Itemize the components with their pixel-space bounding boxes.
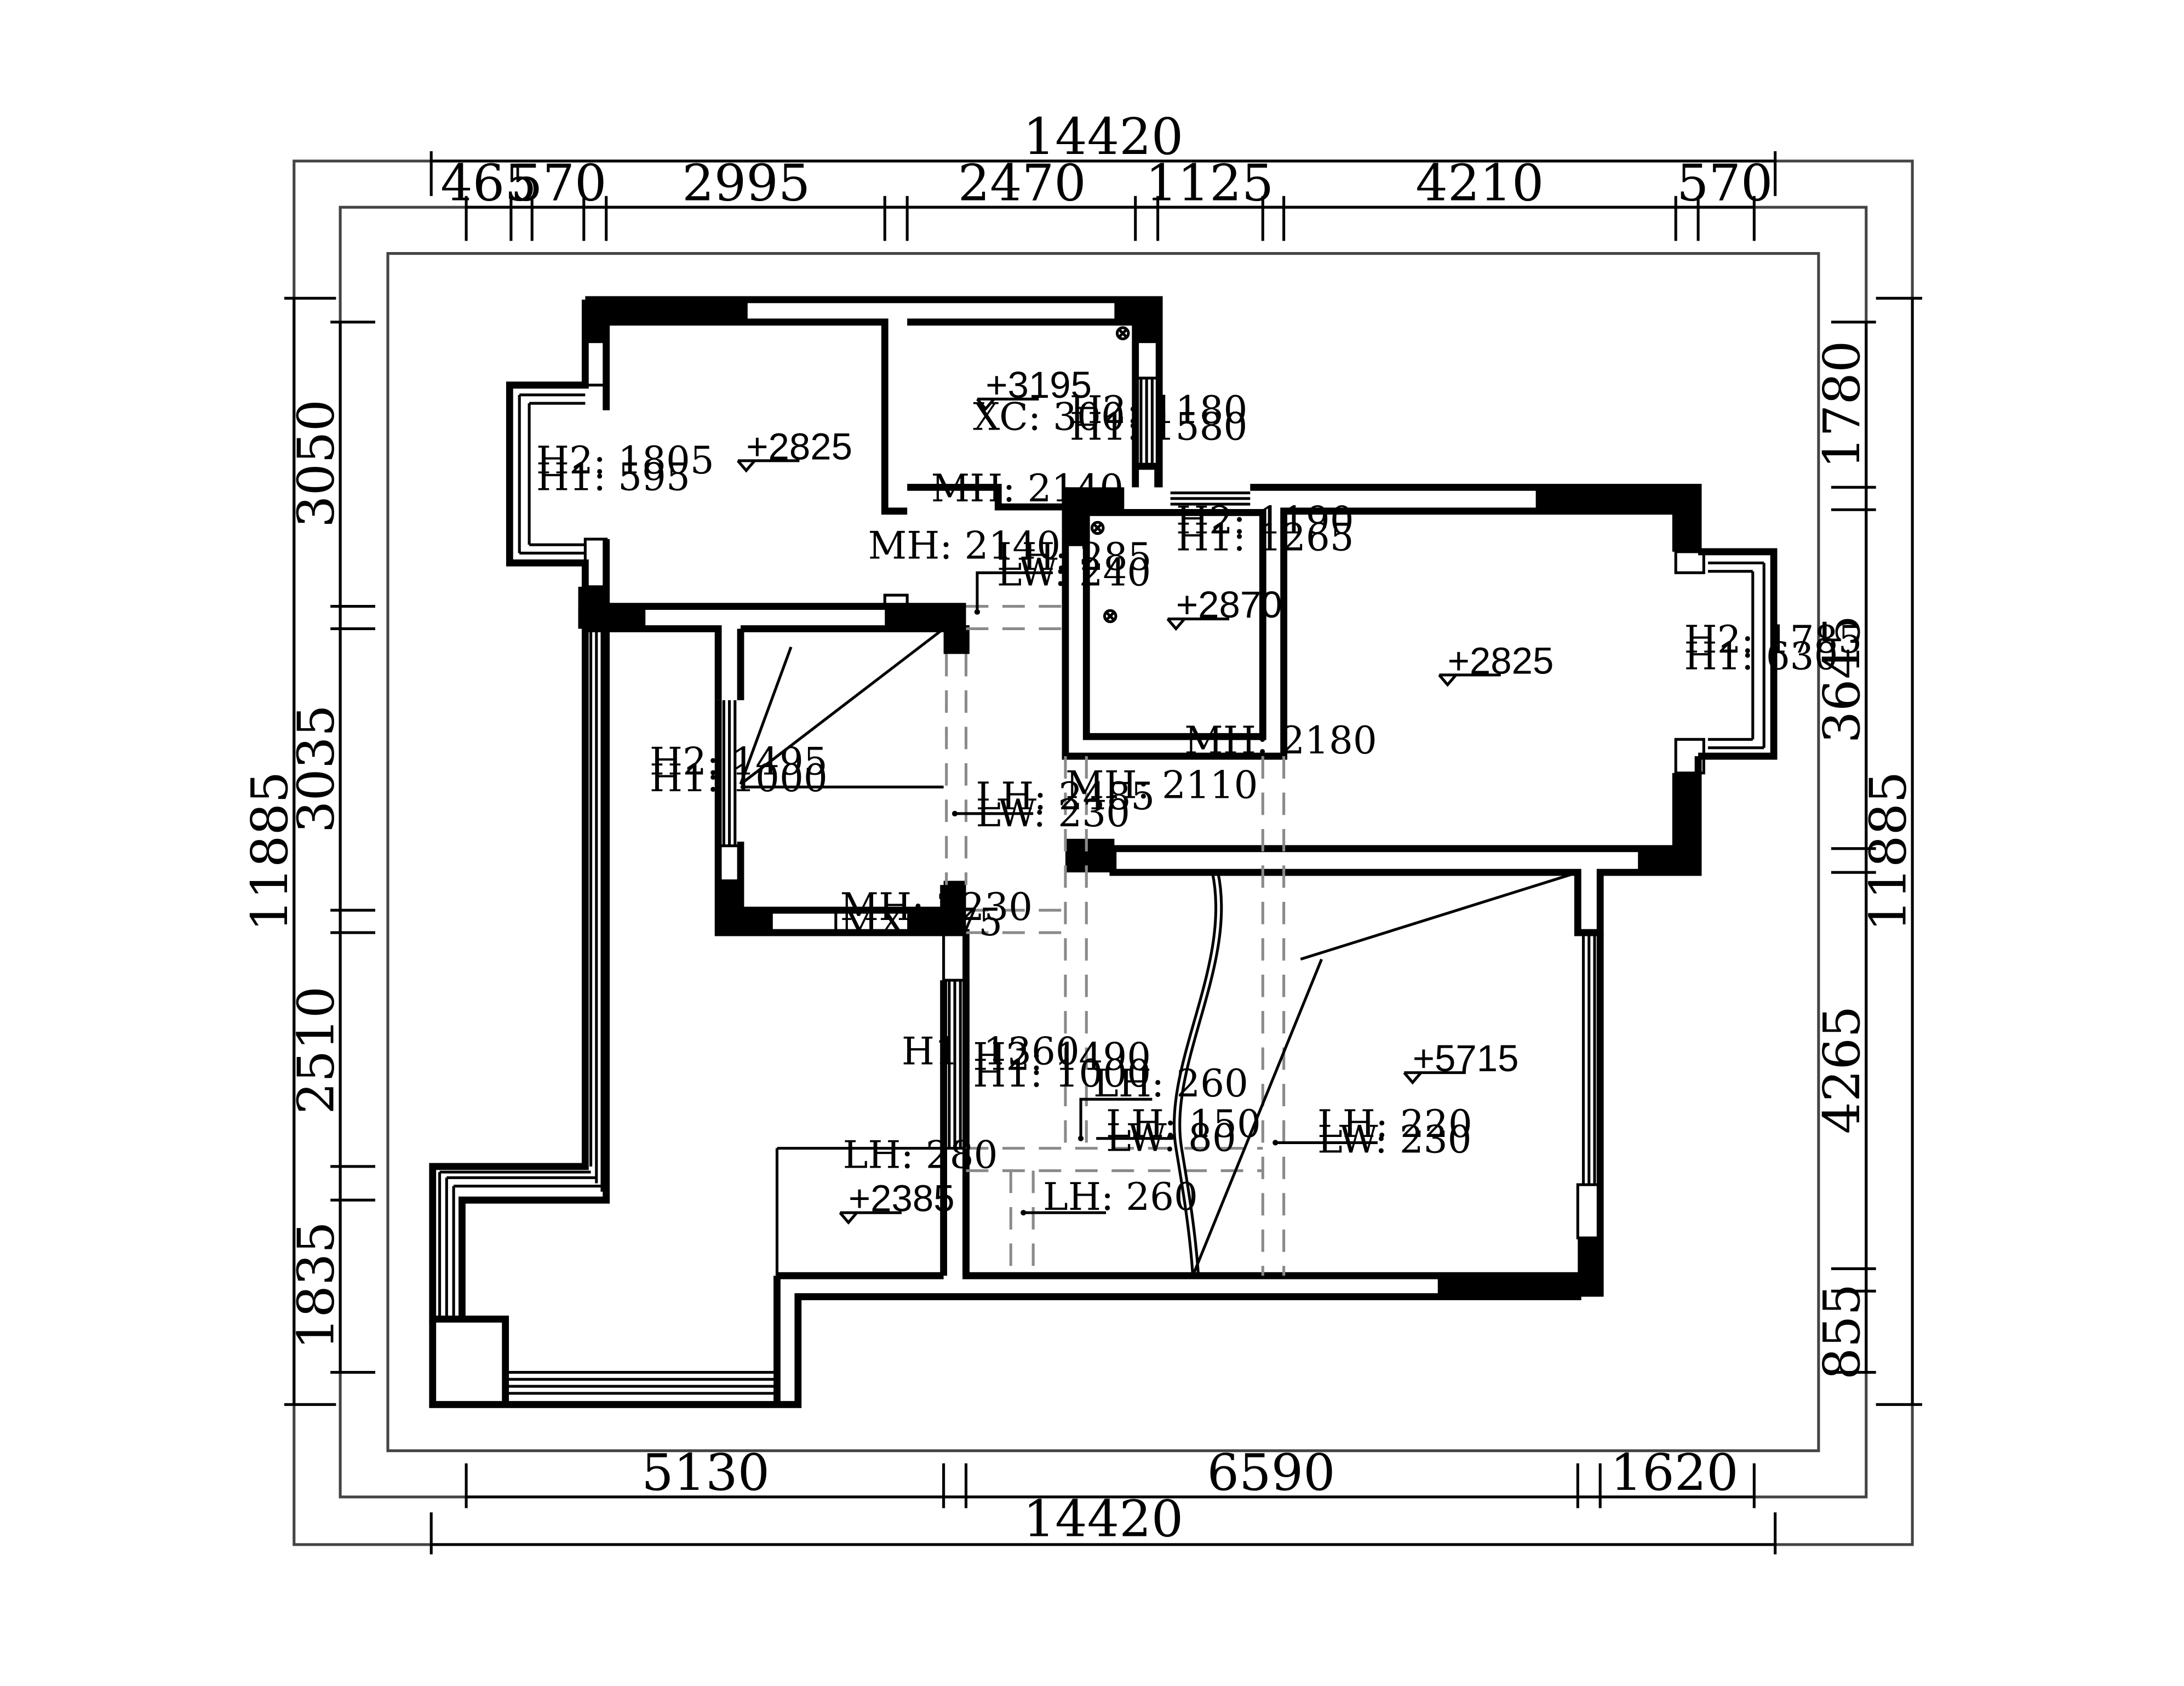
level-mark-balcony: +2385 (839, 1178, 955, 1225)
note-window-n-h1: H1: 1580 (1070, 405, 1248, 449)
dimensions-right: 11885 1780 3645 4265 855 (1813, 296, 1922, 1406)
note-window-s-h2: H2: 1490 (973, 1036, 1151, 1079)
note-door-mh-b: MH: 2140 (868, 524, 1061, 568)
note-h1-1360: H1: 1360 (902, 1030, 1080, 1073)
dim-top-seg-3: 2995 (682, 153, 810, 212)
dim-left-total: 11885 (240, 771, 299, 931)
note-window-nw-h2: H2: 1805 (536, 439, 714, 483)
dim-bottom-seg-3: 1620 (1610, 1443, 1739, 1502)
note-door-mh-a: MH: 2140 (931, 467, 1124, 511)
dim-bottom-total: 14420 (1023, 1490, 1184, 1548)
dimensions-bottom: 5130 6590 1620 14420 (429, 1443, 1777, 1554)
dim-right-seg-2: 3645 (1813, 615, 1871, 743)
level-mark-bath: +2870 (1166, 584, 1282, 631)
level-marks: +2825 +3195 +2870 +2825 +5715 +2385 (736, 364, 1554, 1225)
note-window-mid-h1: H1: 1000 (650, 757, 828, 801)
dim-bottom-seg-1: 5130 (641, 1443, 770, 1502)
dimensions-left: 11885 3050 3035 2510 1835 (240, 296, 376, 1406)
svg-text:+2825: +2825 (746, 425, 852, 467)
windows (431, 340, 1765, 1406)
note-window-mid-h2: H2: 1495 (650, 740, 828, 784)
dim-top-seg-6: 4210 (1415, 153, 1544, 212)
dimensions-top: 14420 465 570 2995 2470 1125 4210 570 (429, 107, 1777, 241)
note-window-bath-h2: H2: 1190 (1176, 499, 1354, 543)
svg-text:+2385: +2385 (849, 1178, 955, 1220)
note-door-mh-2180: MH: 2180 (1184, 719, 1377, 763)
dim-top-seg-4: 2470 (958, 153, 1086, 212)
dim-left-seg-4: 1835 (286, 1221, 345, 1350)
dim-right-total: 11885 (1859, 771, 1917, 931)
dim-top-seg-2: 570 (511, 153, 607, 212)
note-window-n-h2: H2: 1180 (1070, 388, 1248, 432)
svg-text:+3195: +3195 (985, 364, 1092, 406)
note-window-e-h2: H2: 1785 (1684, 618, 1862, 662)
dim-right-seg-3: 4265 (1813, 1005, 1871, 1134)
note-door-mh-2110: MH: 2110 (1065, 764, 1258, 808)
level-mark-room-n: +3195 (976, 364, 1092, 412)
dim-right-seg-4: 855 (1813, 1284, 1871, 1380)
note-window-bath-h1: H1: 1265 (1176, 516, 1354, 559)
note-lw-230-b: LW: 230 (1317, 1118, 1472, 1162)
dim-left-seg-3: 2510 (286, 986, 345, 1115)
svg-text:+5715: +5715 (1413, 1037, 1519, 1079)
level-mark-living: +5715 (1403, 1037, 1519, 1085)
dim-left-seg-1: 3050 (286, 399, 345, 528)
note-door-mx-275: MX: 275 (840, 901, 1002, 945)
dim-top-seg-1: 465 (440, 153, 537, 212)
note-window-s-h1: H1: 1000 (973, 1052, 1151, 1096)
dim-top-total: 14420 (1023, 107, 1184, 166)
ceiling-lines (739, 605, 1579, 1277)
note-door-mh-2230: MH: 2230 (840, 885, 1033, 929)
dim-top-seg-7: 570 (1677, 153, 1773, 212)
note-lh-280: LH: 280 (843, 1133, 998, 1177)
dim-top-seg-5: 1125 (1145, 153, 1274, 212)
level-mark-bedroom-nw: +2825 (736, 425, 852, 473)
note-lh-220: LH: 220 (1317, 1102, 1472, 1146)
columns (578, 299, 1699, 1297)
note-lh-2485: LH: 2485 (976, 775, 1155, 819)
dim-left-seg-2: 3035 (286, 705, 345, 833)
drain-icon (1103, 609, 1117, 624)
svg-text:+2825: +2825 (1448, 639, 1554, 682)
dim-right-seg-1: 1780 (1813, 341, 1871, 469)
drain-icon (1090, 521, 1105, 535)
note-xc: XC: 300 (973, 396, 1125, 439)
dim-bottom-seg-2: 6590 (1207, 1443, 1335, 1502)
note-window-nw-h1: H1: 595 (536, 455, 690, 499)
inner-frame (386, 252, 1820, 1453)
level-mark-bedroom-e: +2825 (1438, 639, 1554, 687)
annotations: XC: 300 H2: 1180 H1: 1580 H2: 1805 H1: 5… (536, 388, 1862, 1219)
note-window-e-h1: H1: 630 (1684, 635, 1838, 679)
svg-text:+2870: +2870 (1176, 584, 1282, 626)
drain-icon (1115, 326, 1130, 341)
